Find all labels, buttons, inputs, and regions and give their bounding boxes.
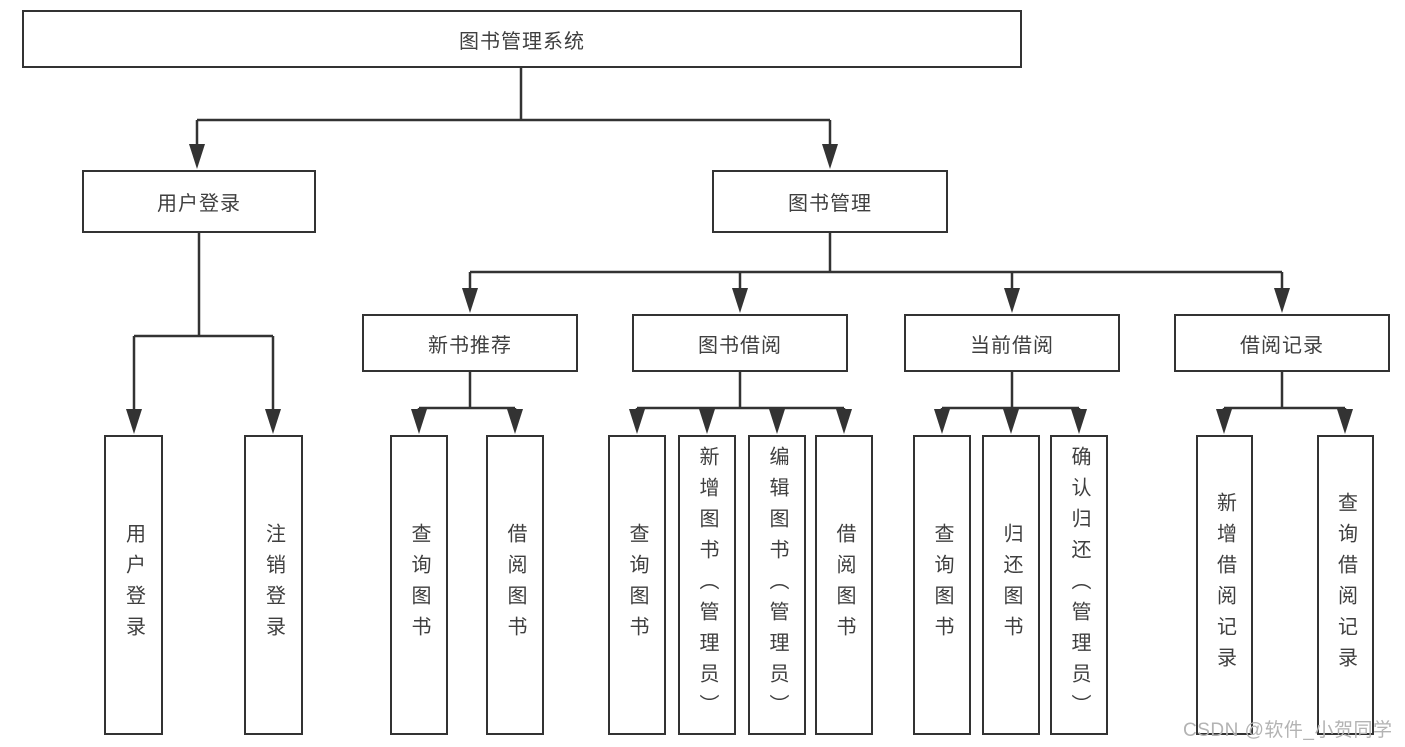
leaf-confirm-return-admin: 确认归还（管理员）: [1050, 435, 1108, 735]
leaf-query-borrow-record: 查询借阅记录: [1317, 435, 1374, 735]
node-label: 借阅记录: [1240, 334, 1324, 357]
node-new-book-recommendation: 新书推荐: [362, 314, 578, 372]
node-label: 新书推荐: [428, 334, 512, 357]
leaf-query-books-borrowing: 查询图书: [608, 435, 666, 735]
leaf-label: 查询图书: [931, 523, 953, 647]
leaf-logout: 注销登录: [244, 435, 303, 735]
leaf-label: 新增图书（管理员）: [696, 445, 718, 725]
leaf-label: 编辑图书（管理员）: [766, 445, 788, 725]
leaf-label: 查询图书: [408, 523, 430, 647]
node-library-management-system: 图书管理系统: [22, 10, 1022, 68]
leaf-label: 查询图书: [626, 523, 648, 647]
node-label: 当前借阅: [970, 334, 1054, 357]
leaf-label: 用户登录: [122, 523, 145, 647]
node-label: 图书管理: [788, 193, 872, 215]
connector-new-book-split: [417, 372, 517, 415]
leaf-label: 借阅图书: [833, 523, 855, 647]
leaf-add-borrow-record: 新增借阅记录: [1196, 435, 1253, 735]
connector-root-split: [195, 68, 832, 150]
node-current-borrowing: 当前借阅: [904, 314, 1120, 372]
leaf-label: 确认归还（管理员）: [1068, 445, 1090, 725]
leaf-label: 查询借阅记录: [1334, 492, 1357, 678]
leaf-add-book-admin: 新增图书（管理员）: [678, 435, 736, 735]
leaf-query-books-recommend: 查询图书: [390, 435, 448, 735]
node-book-borrowing: 图书借阅: [632, 314, 848, 372]
node-label: 用户登录: [157, 193, 241, 215]
connector-current-borrow-split: [940, 372, 1081, 415]
leaf-borrow-books-borrowing: 借阅图书: [815, 435, 873, 735]
connector-user-login-split: [132, 233, 275, 414]
node-user-login: 用户登录: [82, 170, 316, 233]
leaf-label: 归还图书: [1000, 523, 1022, 647]
leaf-query-books-current: 查询图书: [913, 435, 971, 735]
csdn-watermark: CSDN @软件_小贺同学: [1183, 720, 1393, 741]
leaf-user-login: 用户登录: [104, 435, 163, 735]
leaf-label: 注销登录: [262, 523, 285, 647]
leaf-borrow-books-recommend: 借阅图书: [486, 435, 544, 735]
connector-book-management-split: [468, 233, 1284, 294]
node-label: 图书借阅: [698, 334, 782, 357]
leaf-label: 借阅图书: [504, 523, 526, 647]
connector-records-split: [1222, 372, 1347, 415]
leaf-label: 新增借阅记录: [1213, 492, 1236, 678]
leaf-return-books: 归还图书: [982, 435, 1040, 735]
node-label: 图书管理系统: [459, 30, 585, 53]
node-book-management: 图书管理: [712, 170, 948, 233]
leaf-edit-book-admin: 编辑图书（管理员）: [748, 435, 806, 735]
connector-book-borrow-split: [635, 372, 846, 415]
node-borrowing-records: 借阅记录: [1174, 314, 1390, 372]
